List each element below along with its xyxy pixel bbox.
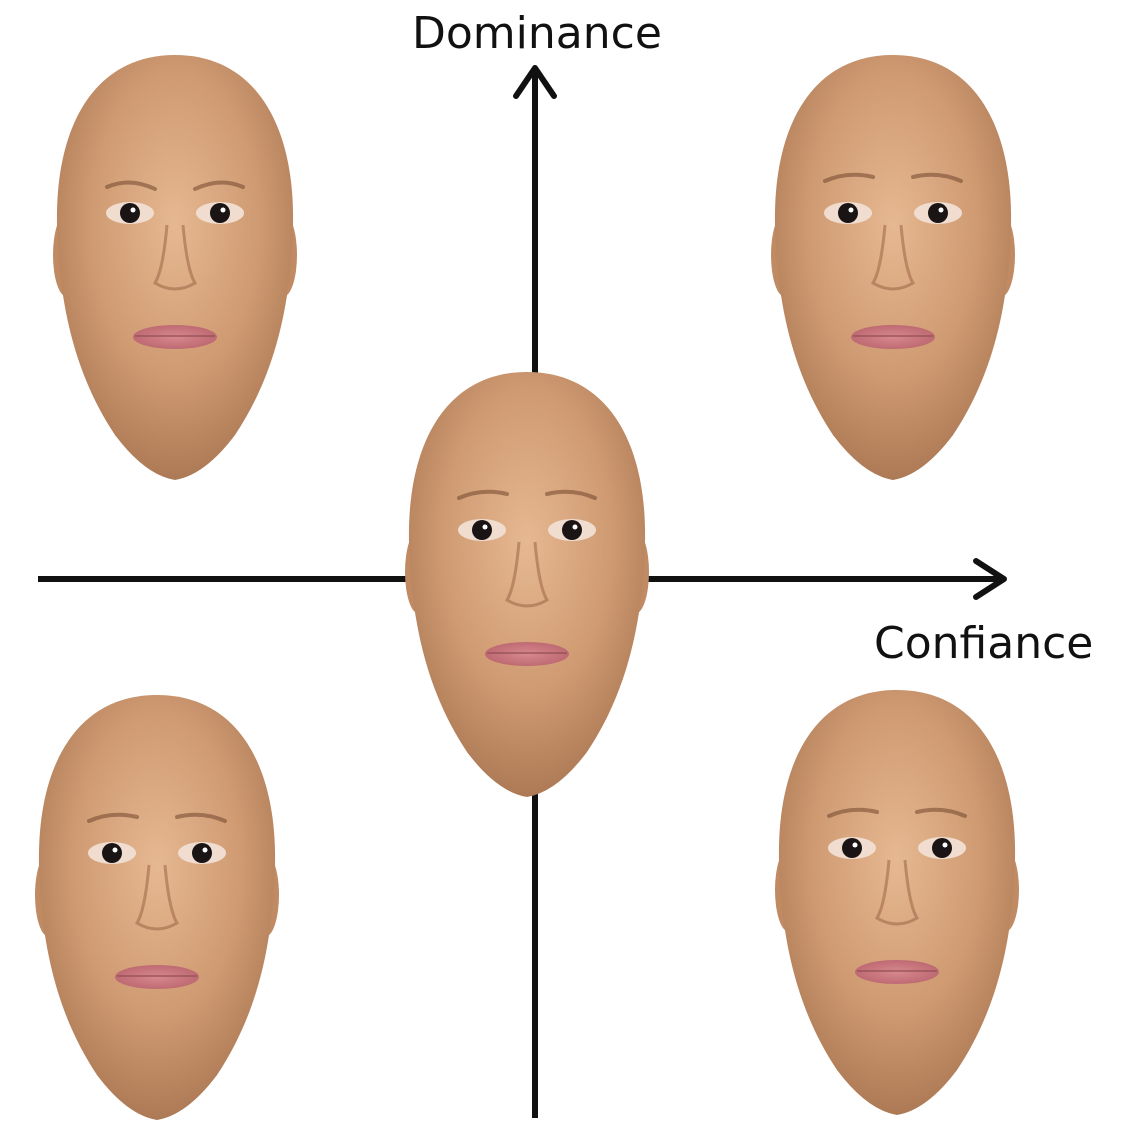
right-eye: [178, 842, 226, 864]
faces: [35, 55, 1019, 1120]
head: [57, 55, 293, 480]
right-eye: [918, 837, 966, 859]
head: [39, 695, 275, 1120]
face-bottom-right: [775, 690, 1019, 1115]
right-eye: [196, 202, 244, 224]
left-eye: [106, 202, 154, 224]
left-eye: [88, 842, 136, 864]
head: [779, 690, 1015, 1115]
x-axis-label: Confiance: [874, 622, 1093, 666]
right-eye: [548, 519, 596, 541]
face-center: [405, 372, 649, 797]
left-eye: [458, 519, 506, 541]
face-bottom-left: [35, 695, 279, 1120]
face-top-left: [53, 55, 297, 480]
head: [409, 372, 645, 797]
head: [775, 55, 1011, 480]
left-eye: [828, 837, 876, 859]
left-eye: [824, 202, 872, 224]
right-eye: [914, 202, 962, 224]
face-top-right: [771, 55, 1015, 480]
y-axis-label: Dominance: [412, 12, 662, 56]
